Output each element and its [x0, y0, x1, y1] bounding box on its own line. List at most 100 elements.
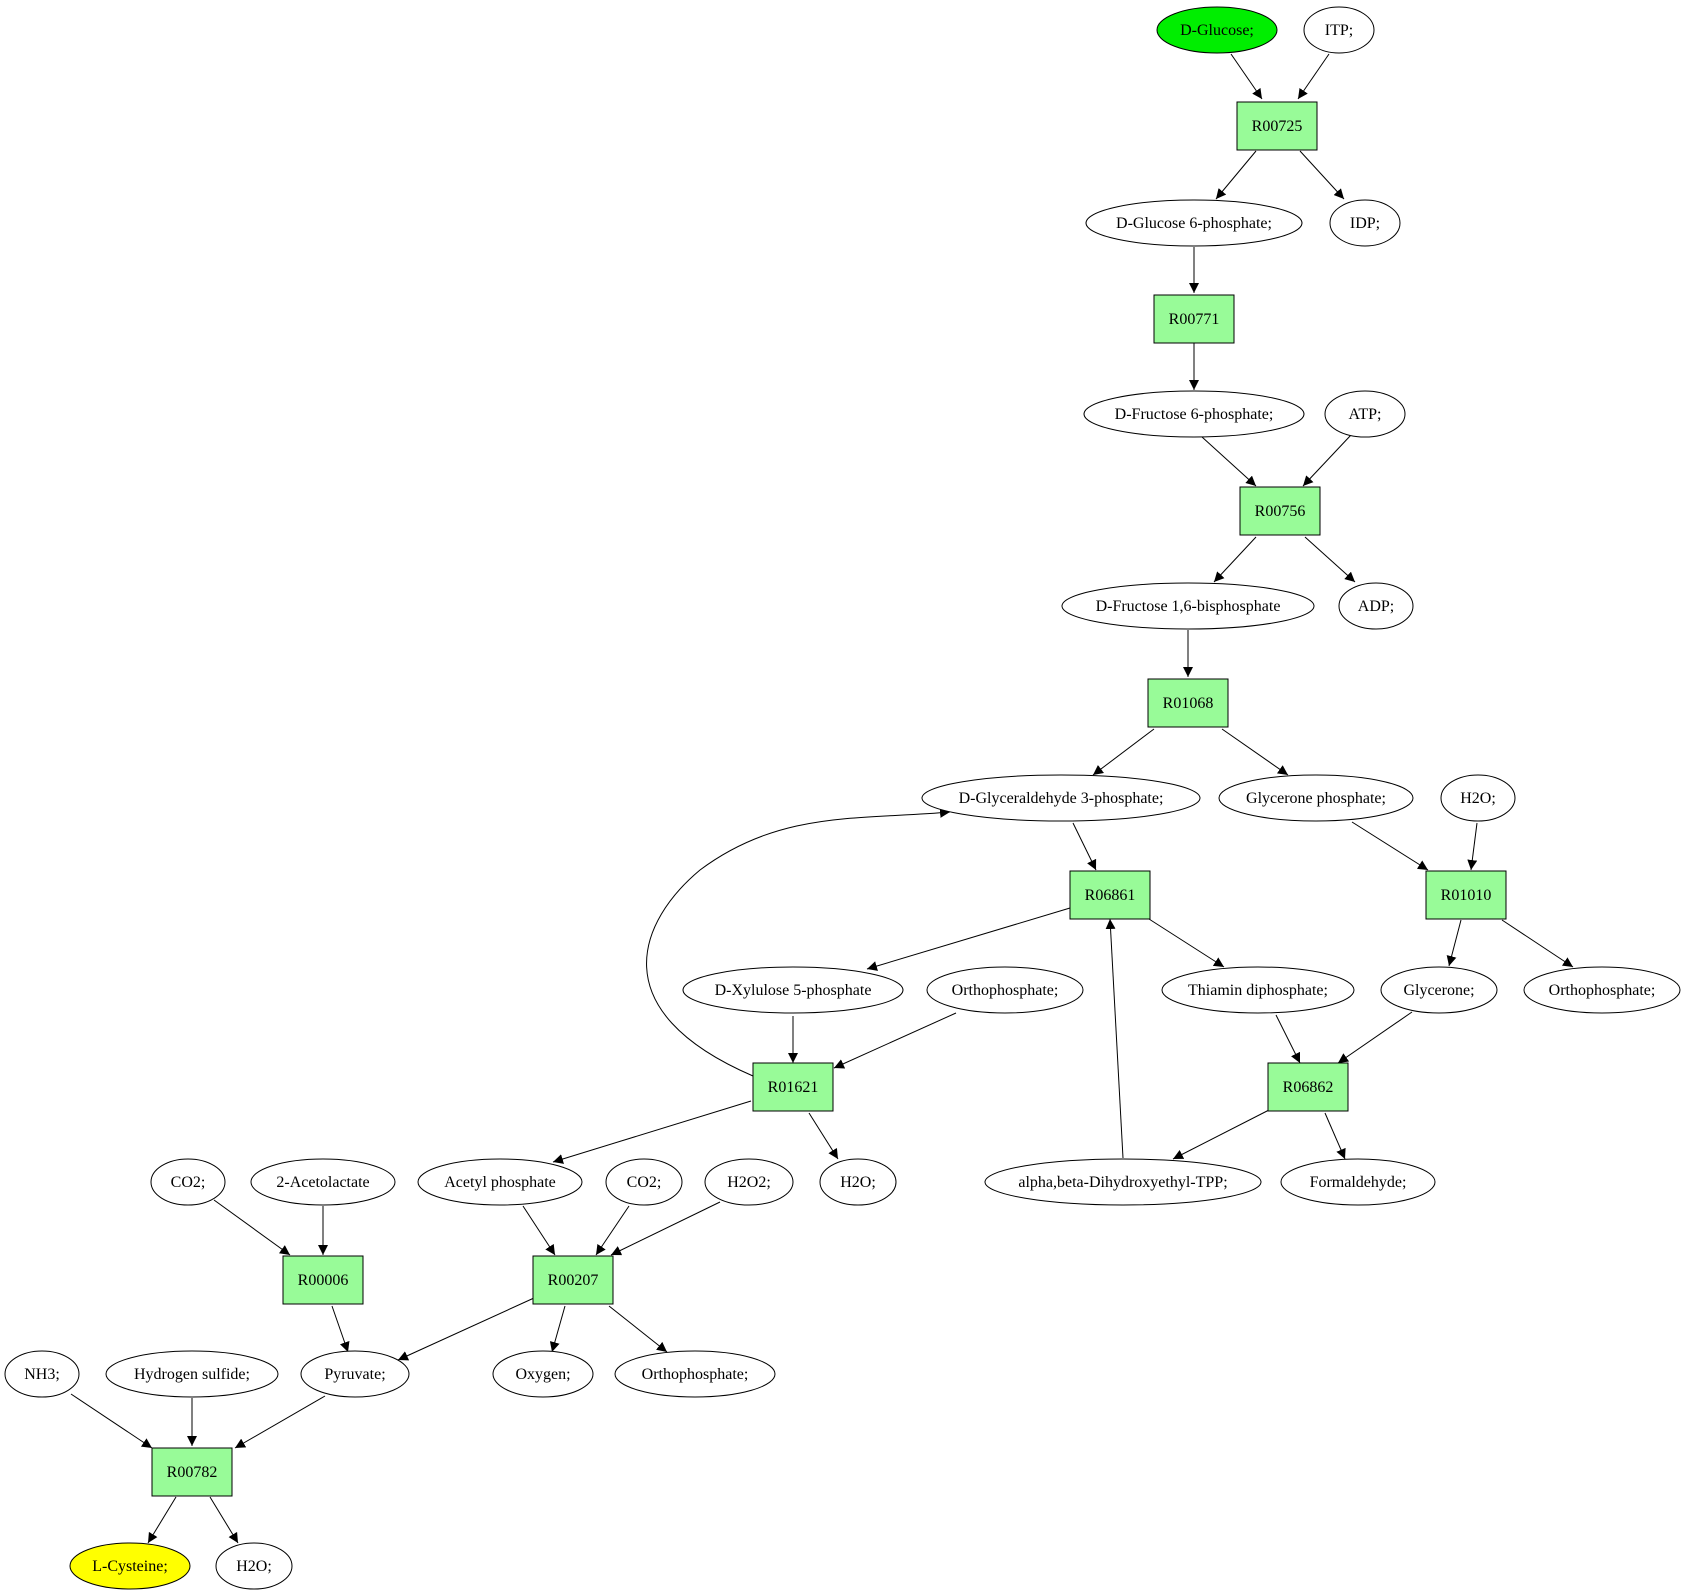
reaction-r01010[interactable]: R01010 — [1425, 870, 1507, 920]
compound-label: L-Cysteine; — [92, 1558, 168, 1575]
compound-label: 2-Acetolactate — [276, 1174, 369, 1191]
reaction-label: R01621 — [768, 1079, 819, 1096]
compound-label: CO2; — [627, 1174, 662, 1191]
edge — [1221, 728, 1289, 776]
compound-glycerone-phosphate[interactable]: Glycerone phosphate; — [1218, 774, 1414, 822]
reaction-label: R00782 — [167, 1464, 218, 1481]
compound-acetyl-phosphate[interactable]: Acetyl phosphate — [417, 1158, 583, 1206]
reaction-label: R01068 — [1163, 695, 1214, 712]
compound-d-glyceraldehyde-3-phosphate[interactable]: D-Glyceraldehyde 3-phosphate; — [921, 774, 1201, 822]
compound-label: Thiamin diphosphate; — [1188, 982, 1328, 999]
compound-h2o2[interactable]: H2O2; — [704, 1158, 794, 1206]
compound-orthophosphate[interactable]: Orthophosphate; — [1523, 966, 1681, 1014]
edge — [866, 907, 1071, 971]
reaction-r00207[interactable]: R00207 — [532, 1255, 614, 1305]
edge — [522, 1205, 556, 1256]
compound-h2o[interactable]: H2O; — [215, 1542, 293, 1590]
compound-d-glucose-6-phosphate[interactable]: D-Glucose 6-phosphate; — [1085, 199, 1303, 247]
compound-label: D-Xylulose 5-phosphate — [715, 982, 872, 999]
compound-hydrogen-sulfide[interactable]: Hydrogen sulfide; — [105, 1350, 279, 1398]
edge — [608, 1305, 668, 1353]
edge — [1172, 1109, 1270, 1160]
edge — [1148, 918, 1225, 968]
compound-idp[interactable]: IDP; — [1329, 199, 1401, 247]
compound-pyruvate[interactable]: Pyruvate; — [300, 1350, 410, 1398]
compound-d-glucose[interactable]: D-Glucose; — [1156, 6, 1278, 54]
reaction-label: R00207 — [548, 1272, 599, 1289]
compound-label: D-Fructose 1,6-bisphosphate — [1096, 598, 1281, 615]
compound-label: H2O2; — [727, 1174, 771, 1191]
reaction-label: R06862 — [1283, 1079, 1334, 1096]
reaction-r06861[interactable]: R06861 — [1069, 870, 1151, 920]
edge — [1092, 728, 1155, 776]
compound-2-acetolactate[interactable]: 2-Acetolactate — [250, 1158, 396, 1206]
edge — [808, 1112, 839, 1160]
compound-co2[interactable]: CO2; — [605, 1158, 683, 1206]
edge — [1201, 436, 1257, 487]
edge — [1213, 536, 1257, 583]
compound-l-cysteine[interactable]: L-Cysteine; — [69, 1542, 191, 1590]
edge — [1297, 53, 1330, 100]
compound-label: alpha,beta-Dihydroxyethyl-TPP; — [1018, 1174, 1227, 1191]
reaction-label: R00756 — [1255, 503, 1306, 520]
compound-co2[interactable]: CO2; — [150, 1158, 226, 1206]
edge — [1501, 919, 1574, 968]
edge — [1302, 434, 1352, 487]
compound-orthophosphate[interactable]: Orthophosphate; — [614, 1350, 776, 1398]
reaction-r00782[interactable]: R00782 — [151, 1447, 233, 1497]
edge — [1105, 918, 1124, 1159]
edge — [70, 1393, 153, 1449]
compound-label: Orthophosphate; — [642, 1366, 749, 1383]
compound-label: Hydrogen sulfide; — [134, 1366, 250, 1383]
edge — [1467, 822, 1478, 871]
compound-d-fructose-6-phosphate[interactable]: D-Fructose 6-phosphate; — [1083, 390, 1305, 438]
reaction-label: R00725 — [1252, 118, 1303, 135]
edge — [552, 1100, 752, 1164]
reaction-r06862[interactable]: R06862 — [1267, 1062, 1349, 1112]
compound-label: D-Glyceraldehyde 3-phosphate; — [959, 790, 1164, 807]
compound-itp[interactable]: ITP; — [1303, 6, 1375, 54]
edge — [1215, 150, 1257, 200]
compound-label: D-Fructose 6-phosphate; — [1115, 406, 1274, 423]
compound-label: Glycerone; — [1403, 982, 1474, 999]
compound-oxygen[interactable]: Oxygen; — [492, 1350, 594, 1398]
compound-glycerone[interactable]: Glycerone; — [1380, 966, 1498, 1014]
compound-orthophosphate[interactable]: Orthophosphate; — [926, 966, 1084, 1014]
reaction-label: R01010 — [1441, 887, 1492, 904]
compound-label: Orthophosphate; — [952, 982, 1059, 999]
compound-atp[interactable]: ATP; — [1324, 390, 1406, 438]
edge — [1230, 53, 1263, 100]
compound-d-fructose-bisphosphate[interactable]: D-Fructose 1,6-bisphosphate — [1061, 582, 1315, 630]
compound-label: NH3; — [24, 1366, 60, 1383]
compound-d-xylulose-5-phosphate[interactable]: D-Xylulose 5-phosphate — [682, 966, 904, 1014]
compound-label: Orthophosphate; — [1549, 982, 1656, 999]
compound-h2o[interactable]: H2O; — [819, 1158, 897, 1206]
compound-dihydroxyethyl-tpp[interactable]: alpha,beta-Dihydroxyethyl-TPP; — [984, 1158, 1262, 1206]
compound-adp[interactable]: ADP; — [1338, 582, 1414, 630]
reaction-r01068[interactable]: R01068 — [1147, 678, 1229, 728]
compound-h2o[interactable]: H2O; — [1440, 774, 1516, 822]
compound-thiamin-diphosphate[interactable]: Thiamin diphosphate; — [1161, 966, 1355, 1014]
reaction-r00756[interactable]: R00756 — [1239, 486, 1321, 536]
compound-label: ITP; — [1325, 22, 1353, 39]
compound-nh3[interactable]: NH3; — [4, 1350, 80, 1398]
reaction-label: R00771 — [1169, 311, 1220, 328]
compound-label: H2O; — [236, 1558, 272, 1575]
edge — [147, 1496, 177, 1544]
reaction-r00725[interactable]: R00725 — [1236, 101, 1318, 151]
compound-formaldehyde[interactable]: Formaldehyde; — [1280, 1158, 1436, 1206]
compound-label: D-Glucose 6-phosphate; — [1116, 215, 1272, 232]
edge — [234, 1395, 326, 1449]
edge — [331, 1305, 350, 1353]
reaction-r00006[interactable]: R00006 — [282, 1255, 364, 1305]
edge — [1304, 536, 1356, 583]
compound-label: Glycerone phosphate; — [1246, 790, 1386, 807]
edge — [549, 1305, 566, 1353]
compound-label: IDP; — [1350, 215, 1380, 232]
reaction-r01621[interactable]: R01621 — [752, 1062, 834, 1112]
edge — [595, 1205, 630, 1256]
reaction-r00771[interactable]: R00771 — [1153, 294, 1235, 344]
edge — [646, 807, 951, 1077]
